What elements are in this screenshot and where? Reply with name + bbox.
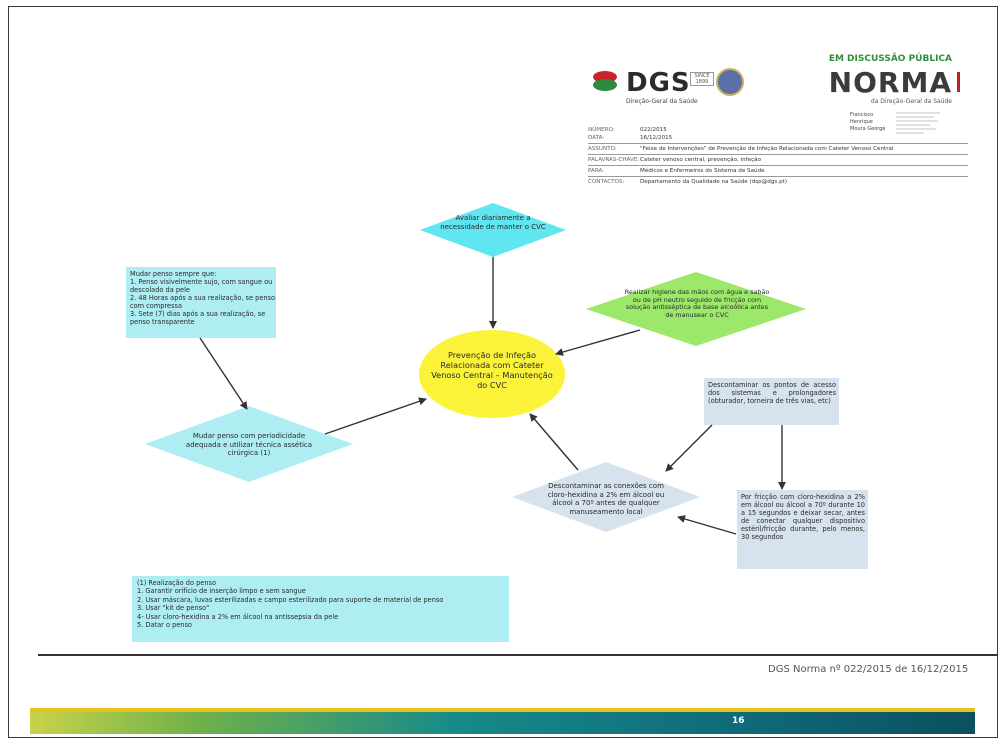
arrow-leftbox: [199, 337, 248, 410]
status-label: EM DISCUSSÃO PÚBLICA: [828, 54, 952, 64]
top-diamond: [420, 203, 566, 257]
page-number: 16: [732, 716, 745, 726]
doc-subtitle: da Direção-Geral da Saúde: [870, 98, 952, 105]
left-diamond-text: Mudar penso com periodicidade adequada e…: [185, 432, 313, 457]
norm-header: DGS SINCE 1899 Direção-Geral da Saúde EM…: [588, 54, 974, 204]
note-box-shape: [132, 576, 509, 642]
accent-bar: [957, 72, 960, 92]
right-top-box-text: Descontaminar os pontos de acesso dos si…: [708, 381, 836, 405]
meta-row: CONTACTOS:Departamento da Qualidade na S…: [588, 179, 788, 185]
green-diamond: [586, 272, 806, 346]
bottom-diamond-text: Descontaminar as conexões com cloro-hexi…: [547, 482, 665, 516]
footer-band: [30, 712, 975, 734]
arrow-green: [555, 329, 641, 356]
meta-row: DATA:16/12/2015: [588, 135, 673, 141]
right-top-box-shape: [704, 378, 839, 425]
meta-row: PALAVRAS-CHAVE:Cateter venoso central, p…: [588, 157, 761, 163]
note-box-text: (1) Realização do penso 1. Garantir orif…: [137, 579, 444, 630]
meta-row: PARA:Médicos e Enfermeiros do Sistema de…: [588, 168, 765, 174]
right-bottom-box-shape: [737, 490, 868, 569]
green-diamond-text: Realizar higiene das mãos com água e sab…: [624, 288, 770, 319]
right-bottom-box-text: Por fricção com cloro-hexidina a 2% em á…: [741, 493, 865, 541]
signature-stamp-icon: [896, 112, 940, 134]
footer-divider: [38, 654, 998, 656]
arrow-rightbottom: [677, 515, 737, 535]
footer-stripe: [30, 708, 975, 712]
arrow-leftdiamond: [324, 397, 427, 435]
center-text: Prevenção de Infeção Relacionada com Cat…: [431, 350, 553, 390]
meta-table: NÚMERO:022/2015 DATA:16/12/2015 ASSUNTO:…: [588, 126, 968, 186]
left-box-text: Mudar penso sempre que: 1. Penso visivel…: [130, 270, 276, 326]
meta-row: NÚMERO:022/2015: [588, 127, 667, 133]
dgs-subtitle: Direção-Geral da Saúde: [626, 98, 698, 105]
dgs-badge: SINCE 1899: [690, 72, 714, 86]
seal-icon: [716, 68, 744, 96]
dgs-logo-icon: [593, 71, 617, 91]
dgs-logo-text: DGS: [626, 68, 691, 98]
left-diamond: [145, 406, 353, 482]
arrow-bottom: [529, 413, 579, 471]
top-diamond-text: Avaliar diariamente a necessidade de man…: [440, 214, 546, 231]
left-box-shape: [126, 267, 276, 338]
arrow-righttop-left: [665, 424, 713, 472]
bottom-diamond: [512, 462, 700, 532]
doc-type: NORMA: [828, 66, 952, 99]
signature-names: Francisco Henrique Moura George: [850, 112, 886, 132]
footer-reference: DGS Norma nº 022/2015 de 16/12/2015: [768, 664, 969, 675]
center-ellipse: [419, 330, 565, 418]
meta-row: ASSUNTO:"Feixe de Intervenções" de Preve…: [588, 146, 894, 152]
